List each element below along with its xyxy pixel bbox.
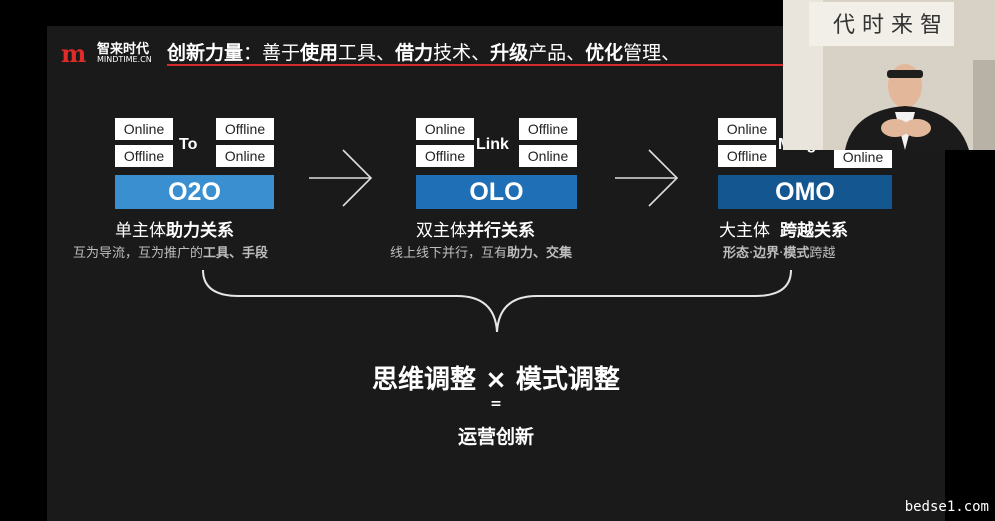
olo-band: OLO — [416, 175, 577, 209]
o2o-cell: Online — [216, 145, 274, 167]
o2o-label: 单主体助力关系 — [115, 216, 234, 241]
label-plain: 单主体 — [115, 221, 166, 241]
label-bold: 跨越关系 — [780, 221, 848, 241]
desc-part: · — [749, 246, 754, 261]
omo-cell: Offline — [718, 145, 776, 167]
arrow-right-icon — [615, 149, 679, 207]
title-part: 借力 — [395, 42, 434, 64]
o2o-cell: Online — [115, 118, 173, 140]
omo-label: 大主体跨越关系 — [719, 216, 848, 241]
title-part: 升级 — [490, 42, 529, 64]
presenter-video: 代 时 来 智 — [783, 0, 995, 150]
curly-brace-icon — [202, 269, 792, 333]
title-part: ：善于 — [243, 42, 301, 64]
logo-english-name: MINDTIME.CN — [97, 55, 152, 64]
slide-title: 创新力量：善于使用工具、借力技术、升级产品、优化管理、 — [167, 38, 680, 65]
desc-part: 模式 — [783, 246, 810, 261]
olo-label: 双主体并行关系 — [416, 216, 535, 241]
o2o-connector: To — [179, 136, 198, 153]
conclusion-line3: 运营创新 — [457, 426, 534, 448]
conclusion-equals: = — [490, 396, 502, 412]
title-part: 技术、 — [433, 42, 491, 64]
desc-part: 线上线下并行，互有 — [390, 246, 508, 261]
logo-mark: m — [61, 39, 86, 68]
logo-chinese-name: 智来时代 — [97, 42, 150, 57]
olo-cell: Online — [519, 145, 577, 167]
olo-connector: Link — [476, 136, 509, 153]
desc-part: 跨越 — [809, 246, 836, 261]
omo-description: 形态·边界·模式跨越 — [723, 242, 835, 261]
olo-cell: Online — [416, 118, 474, 140]
title-part: 优化 — [585, 42, 624, 64]
label-plain: 双主体 — [416, 221, 467, 241]
o2o-cell: Offline — [115, 145, 173, 167]
desc-part: 交集 — [546, 246, 573, 261]
arrow-right-icon — [309, 149, 373, 207]
desc-part: 形态 — [723, 246, 750, 261]
title-part: 创新力量 — [167, 42, 244, 64]
title-part: 管理、 — [623, 42, 681, 64]
desc-part: 、 — [229, 246, 243, 261]
olo-description: 线上线下并行，互有助力、交集 — [390, 242, 572, 261]
omo-cell: Online — [718, 118, 776, 140]
label-bold: 并行关系 — [467, 221, 535, 241]
desc-part: 边界 — [753, 246, 780, 261]
olo-cell: Offline — [519, 118, 577, 140]
o2o-band: O2O — [115, 175, 274, 209]
title-part: 工具、 — [338, 42, 396, 64]
desc-part: 助力 — [507, 246, 534, 261]
title-part: 使用 — [300, 42, 339, 64]
logo: m 智来时代 MINDTIME.CN — [61, 38, 152, 68]
o2o-cell: Offline — [216, 118, 274, 140]
omo-cell: Online — [834, 146, 892, 168]
title-underline — [167, 64, 807, 66]
desc-part: · — [779, 246, 784, 261]
label-bold: 助力关系 — [166, 221, 234, 241]
presenter-image: 代 时 来 智 — [783, 0, 995, 150]
o2o-description: 互为导流，互为推广的工具、手段 — [73, 242, 268, 261]
desc-part: 手段 — [242, 246, 269, 261]
label-plain: 大主体 — [719, 221, 770, 241]
conclusion-line1: 思维调整 × 模式调整 — [372, 365, 620, 395]
desc-part: 互为导流，互为推广的 — [73, 246, 204, 261]
desc-part: 、 — [533, 246, 547, 261]
olo-cell: Offline — [416, 145, 474, 167]
watermark: bedse1.com — [904, 499, 989, 515]
title-part: 产品、 — [528, 42, 586, 64]
desc-part: 工具 — [203, 246, 230, 261]
svg-text:代 时 来 智: 代 时 来 智 — [833, 13, 942, 38]
omo-band: OMO — [718, 175, 892, 209]
